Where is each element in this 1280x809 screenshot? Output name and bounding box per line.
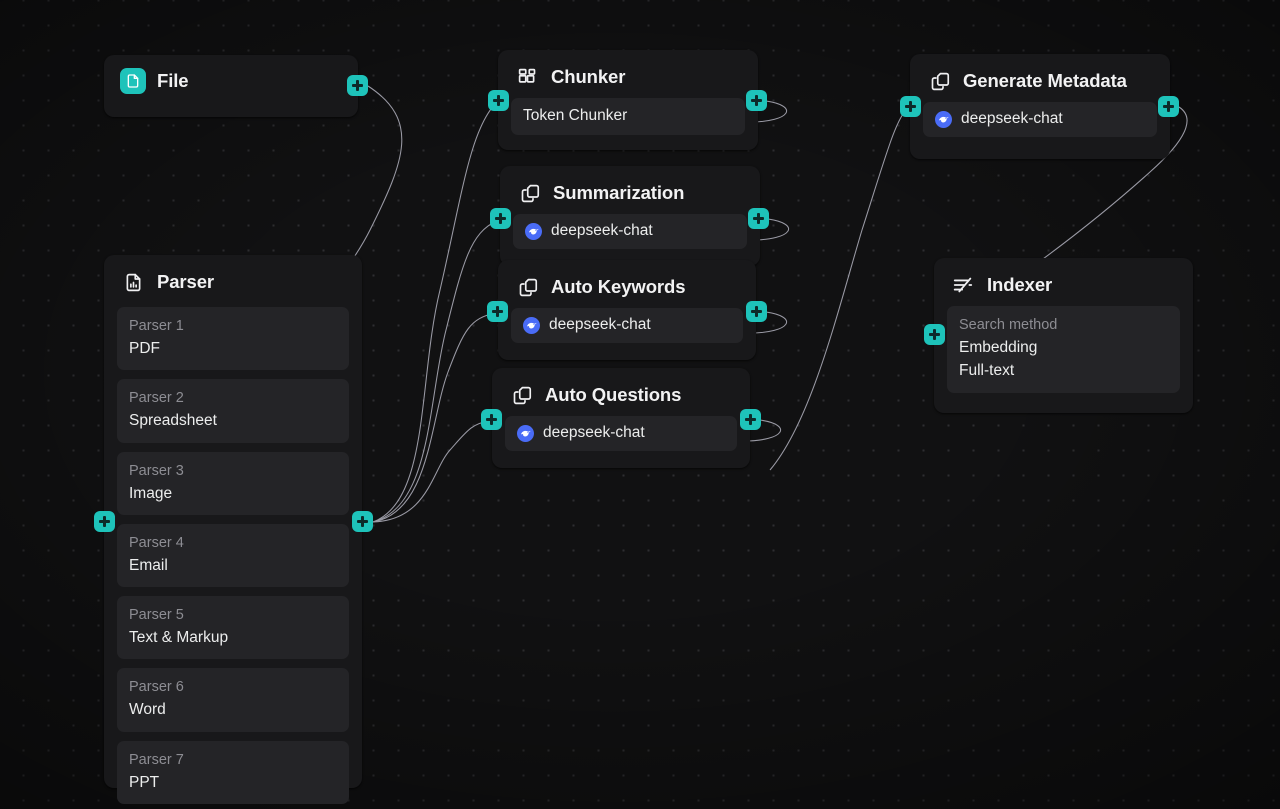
node-file-header: File [104, 55, 358, 106]
parser-field-3[interactable]: Parser 3 Image [117, 451, 349, 515]
parser-field-2[interactable]: Parser 2 Spreadsheet [117, 379, 349, 443]
handle-generate-metadata-output[interactable] [1158, 96, 1179, 117]
node-summarization-body: deepseek-chat [500, 214, 760, 262]
node-generate-metadata-title: Generate Metadata [963, 69, 1127, 91]
generate-metadata-model-label: deepseek-chat [961, 110, 1063, 127]
auto-questions-model-label: deepseek-chat [543, 424, 645, 441]
edge-parser-to-auto-keywords [372, 311, 497, 523]
parser-field-4-value: Email [129, 556, 168, 574]
node-summarization-title: Summarization [553, 181, 685, 203]
parser-field-2-value: Spreadsheet [129, 412, 217, 430]
document-chart-icon [120, 269, 146, 295]
parser-field-4[interactable]: Parser 4 Email [117, 523, 349, 588]
parser-field-6-value: Word [129, 701, 166, 719]
handle-chunker-input[interactable] [488, 90, 509, 111]
node-chunker[interactable]: Chunker Token Chunker [498, 50, 758, 150]
copy-layers-icon [516, 180, 542, 206]
deepseek-whale-icon [517, 424, 534, 442]
indexer-search-method-field[interactable]: Search method Embedding Full-text [947, 306, 1180, 393]
indexer-search-method-fulltext: Full-text [959, 362, 1015, 380]
auto-keywords-model-row[interactable]: deepseek-chat [511, 308, 743, 343]
chunker-method-value[interactable]: Token Chunker [511, 98, 745, 135]
list-lines-icon [950, 272, 976, 298]
node-generate-metadata-header: Generate Metadata [910, 54, 1170, 102]
node-parser-header: Parser [104, 255, 362, 307]
auto-questions-model-row[interactable]: deepseek-chat [505, 416, 737, 451]
node-auto-keywords-title: Auto Keywords [551, 275, 686, 297]
auto-keywords-model-label: deepseek-chat [549, 316, 651, 333]
edge-parser-to-auto-questions [372, 418, 491, 523]
node-parser[interactable]: Parser Parser 1 PDF Parser 2 Spreadsheet… [104, 255, 362, 804]
parser-field-1[interactable]: Parser 1 PDF [117, 307, 349, 371]
file-document-icon [120, 68, 146, 94]
node-indexer[interactable]: Indexer Search method Embedding Full-tex… [934, 258, 1193, 413]
handle-chunker-output[interactable] [746, 90, 767, 111]
node-auto-questions-title: Auto Questions [545, 383, 682, 405]
parser-field-5-value: Text & Markup [129, 629, 229, 647]
handle-summarization-output[interactable] [748, 208, 769, 229]
handle-auto-questions-input[interactable] [481, 409, 502, 430]
copy-layers-icon [926, 68, 952, 94]
parser-field-1-label: Parser 1 [129, 318, 184, 334]
summarization-model-row[interactable]: deepseek-chat [513, 214, 747, 249]
parser-field-3-value: Image [129, 484, 173, 502]
node-chunker-body: Token Chunker [498, 98, 758, 148]
handle-generate-metadata-input[interactable] [900, 96, 921, 117]
node-auto-questions-body: deepseek-chat [492, 416, 750, 464]
node-auto-questions[interactable]: Auto Questions deepseek-chat [492, 368, 750, 468]
node-parser-title: Parser [157, 270, 215, 292]
node-summarization[interactable]: Summarization deepseek-chat [500, 166, 760, 266]
node-auto-keywords-body: deepseek-chat [498, 308, 756, 356]
deepseek-whale-icon [523, 316, 540, 334]
handle-indexer-input[interactable] [924, 324, 945, 345]
handle-parser-output[interactable] [352, 511, 373, 532]
deepseek-whale-icon [525, 222, 542, 240]
blocks-grid-icon [514, 64, 540, 90]
parser-field-2-label: Parser 2 [129, 390, 184, 407]
parser-field-3-label: Parser 3 [129, 462, 184, 479]
handle-file-output[interactable] [347, 75, 368, 96]
parser-field-5-label: Parser 5 [129, 607, 184, 624]
edge-parser-to-summarization [372, 220, 498, 523]
parser-field-7[interactable]: Parser 7 PPT [117, 740, 349, 804]
handle-auto-questions-output[interactable] [740, 409, 761, 430]
parser-field-1-value: PDF [129, 340, 160, 358]
node-summarization-header: Summarization [500, 166, 760, 214]
node-parser-body: Parser 1 PDF Parser 2 Spreadsheet Parser… [104, 307, 362, 809]
edge-parser-to-chunker [372, 102, 497, 523]
node-indexer-header: Indexer [934, 258, 1193, 306]
node-file[interactable]: File [104, 55, 358, 117]
parser-field-7-value: PPT [129, 773, 160, 791]
handle-summarization-input[interactable] [490, 208, 511, 229]
node-file-title: File [157, 69, 189, 91]
node-generate-metadata-body: deepseek-chat [910, 102, 1170, 150]
handle-parser-input[interactable] [94, 511, 115, 532]
node-auto-questions-header: Auto Questions [492, 368, 750, 416]
parser-field-7-label: Parser 7 [129, 751, 184, 768]
copy-layers-icon [508, 382, 534, 408]
indexer-search-method-embedding: Embedding [959, 339, 1038, 357]
node-indexer-title: Indexer [987, 273, 1053, 295]
handle-auto-keywords-output[interactable] [746, 301, 767, 322]
node-chunker-header: Chunker [498, 50, 758, 98]
parser-field-6-label: Parser 6 [129, 679, 184, 696]
node-indexer-body: Search method Embedding Full-text [934, 306, 1193, 406]
node-auto-keywords[interactable]: Auto Keywords deepseek-chat [498, 260, 756, 360]
parser-field-6[interactable]: Parser 6 Word [117, 668, 349, 732]
copy-layers-icon [514, 274, 540, 300]
parser-field-5[interactable]: Parser 5 Text & Markup [117, 596, 349, 660]
node-auto-keywords-header: Auto Keywords [498, 260, 756, 308]
summarization-model-label: deepseek-chat [551, 222, 653, 239]
handle-auto-keywords-input[interactable] [487, 301, 508, 322]
parser-field-4-label: Parser 4 [129, 534, 184, 551]
node-chunker-title: Chunker [551, 65, 626, 87]
generate-metadata-model-row[interactable]: deepseek-chat [923, 102, 1157, 137]
edge-to-generate-metadata [769, 107, 909, 471]
indexer-search-method-label: Search method [959, 317, 1058, 333]
deepseek-whale-icon [935, 110, 952, 128]
node-generate-metadata[interactable]: Generate Metadata deepseek-chat [910, 54, 1170, 159]
